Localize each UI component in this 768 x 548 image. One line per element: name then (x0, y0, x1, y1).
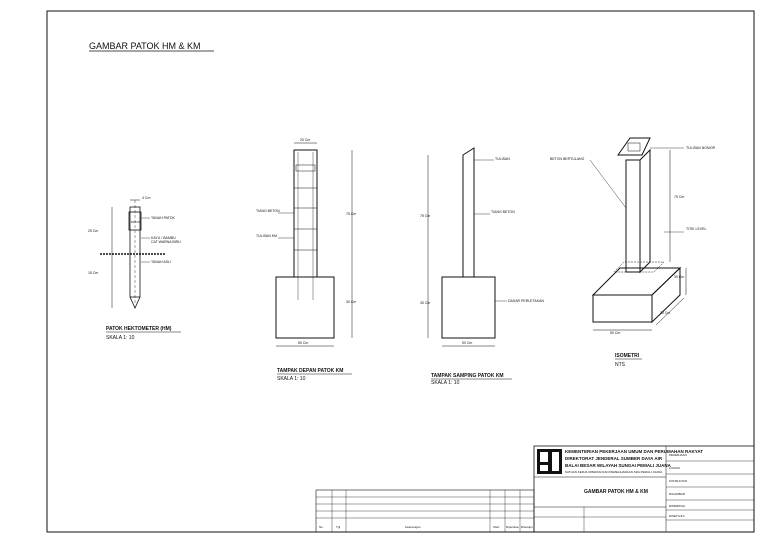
iso-leader-side (589, 159, 627, 209)
side-label-width: 50 Cm (462, 341, 472, 345)
front-sign-plate (295, 164, 316, 172)
front-view-title: TAMPAK DEPAN PATOK KM (277, 368, 343, 374)
side-label-column: TIANG BETON (491, 210, 515, 214)
hm-view-title: PATOK HEKTOMETER (HM) (106, 326, 172, 332)
drawing-title: GAMBAR PATOK HM & KM (584, 489, 648, 495)
side-label-base: 30 Cm (420, 301, 430, 305)
front-label-top: 20 Cm (300, 138, 310, 142)
side-view-scale: SKALA 1: 10 (431, 380, 460, 386)
iso-label-depth: 30 Cm (660, 311, 670, 315)
front-label-rebar: TIANG BETON (256, 209, 280, 213)
hm-rod-tip (129, 296, 141, 309)
hm-label-note3: CAT WARNA BIRU (151, 240, 181, 244)
side-view: 75 Cm 30 Cm 50 Cm TULISAN TIANG BETON DA… (420, 147, 544, 386)
hm-label-left-dim2: 15 Cm (88, 271, 98, 275)
tb-right-row-1: LOKASI (669, 466, 680, 470)
front-view-scale: SKALA 1: 10 (277, 376, 306, 382)
iso-label-width: 50 Cm (610, 331, 620, 335)
front-label-base: 30 Cm (346, 300, 356, 304)
hm-label-note1: TANAH PATOK (151, 216, 176, 220)
iso-view-title: ISOMETRI (615, 353, 640, 359)
rev-label-diperiksa: Diperiksa (506, 525, 519, 529)
iso-pit (613, 261, 665, 273)
iso-label-side: BETON BERTULANG (550, 157, 585, 161)
iso-label-base: 30 Cm (674, 275, 684, 279)
rev-label-tgl: Tgl (336, 525, 341, 529)
front-label-text: TULISAN KM (256, 234, 277, 238)
hm-head (128, 211, 142, 231)
iso-view-scale: NTS (615, 362, 626, 368)
hm-view-scale: SKALA 1: 10 (106, 335, 135, 341)
side-label-top: TULISAN (495, 157, 510, 161)
side-column (462, 147, 475, 278)
iso-label-top: TULISAN NOMOR (686, 146, 716, 150)
side-label-ground: DASAR PERLETAKAN (508, 299, 544, 303)
side-view-title: TAMPAK SAMPING PATOK KM (431, 373, 504, 379)
hm-label-ground: TANAH ASLI (151, 260, 171, 264)
iso-label-level: TITIK LEVEL (686, 227, 706, 231)
tb-right-row-5: DISETUJUI (669, 514, 685, 518)
side-base (441, 276, 496, 339)
rev-label-oleh: Oleh (493, 525, 500, 529)
hm-view: 4 Cm 25 Cm 15 Cm TANAH PATOK KAYU / BAMB… (88, 196, 181, 341)
tb-right-row-3: DIGAMBAR (669, 492, 686, 496)
title-block: No Tgl Keterangan Oleh Diperiksa Disetuj… (315, 445, 755, 533)
rev-label-disetujui: Disetujui (521, 525, 533, 529)
rev-label-no: No (319, 525, 323, 529)
tb-right-row-2: KONSULTAN (669, 479, 687, 483)
tb-right-row-0: PEKERJAAN (669, 453, 687, 457)
iso-base-side (651, 266, 681, 324)
front-base (275, 276, 335, 339)
org-line3: BALAI BESAR WILAYAH SUNGAI PEMALI JUANA (565, 463, 672, 468)
iso-dim-depth (655, 297, 685, 326)
main-title-block (533, 445, 755, 533)
iso-base-front (592, 294, 653, 323)
iso-label-height: 75 Cm (674, 195, 684, 199)
hm-label-left-dim: 25 Cm (88, 229, 98, 233)
org-line2: DIREKTORAT JENDERAL SUMBER DAYA AIR (565, 456, 663, 461)
tb-right-row-4: DIPERIKSA (669, 504, 685, 508)
hm-label-note2: KAYU / BAMBU (151, 236, 176, 240)
front-view: 20 Cm 75 Cm 30 Cm 50 Cm TIANG BETON TULI… (256, 138, 356, 382)
iso-column-front (625, 159, 641, 273)
hm-label-rod: PATOK (131, 220, 141, 224)
front-column (293, 149, 318, 278)
iso-column-top (617, 137, 651, 156)
iso-column-side (639, 148, 651, 274)
org-line1: KEMENTERIAN PEKERJAAN UMUM DAN PERUMAHAN… (565, 449, 703, 454)
iso-sign (627, 142, 641, 152)
iso-view: TULISAN NOMOR BETON BERTULANG 75 Cm TITI… (550, 137, 716, 368)
org-line4: SATUAN KERJA OPERASI DAN PEMELIHARAAN SD… (565, 470, 662, 474)
rev-label-ket: Keterangan (405, 525, 421, 529)
front-label-height: 75 Cm (346, 212, 356, 216)
hm-label-top-dim: 4 Cm (142, 196, 150, 200)
sheet-title: GAMBAR PATOK HM & KM (89, 41, 201, 51)
org-logo (537, 449, 562, 474)
side-label-height: 75 Cm (420, 214, 430, 218)
front-label-width: 50 Cm (298, 341, 308, 345)
